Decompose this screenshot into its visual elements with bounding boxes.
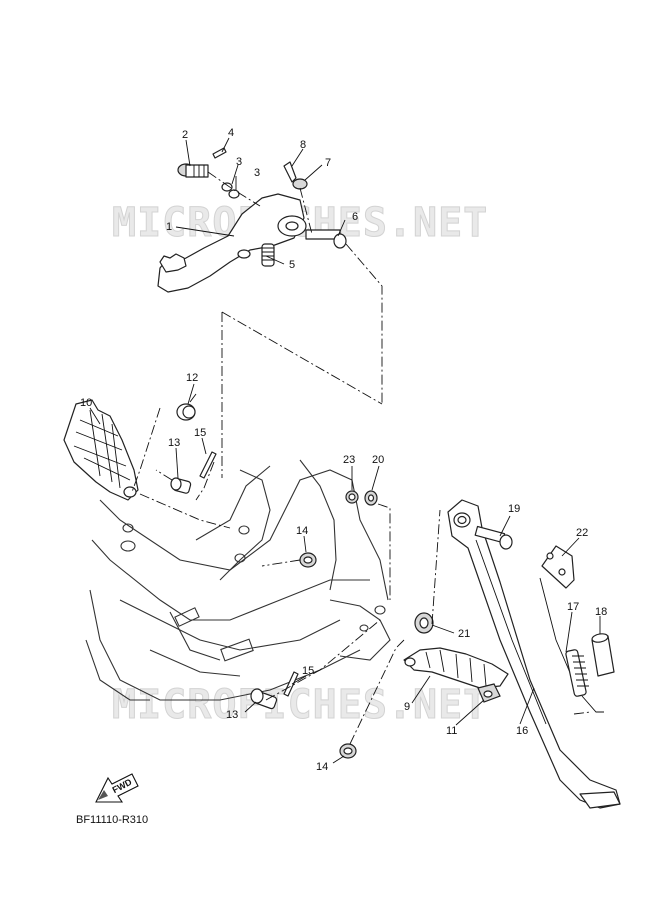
callout-9: 9 xyxy=(404,701,410,713)
footrest-left xyxy=(63,399,139,501)
callout-10: 10 xyxy=(80,397,92,409)
cotter-pin-15-upper xyxy=(199,451,217,479)
callout-8: 8 xyxy=(300,139,306,151)
watermark-bottom: MICROFICHES.NET xyxy=(112,682,488,728)
leader-lines xyxy=(89,137,601,764)
callout-6: 6 xyxy=(352,211,358,223)
footrest-clip xyxy=(477,683,501,703)
callout-23: 23 xyxy=(343,454,355,466)
stand-spring xyxy=(539,577,604,713)
callout-labels: 2 4 3 3 8 7 6 1 5 12 10 13 15 23 20 14 1… xyxy=(80,127,607,773)
callout-15a: 15 xyxy=(194,427,206,439)
callout-5: 5 xyxy=(289,259,295,271)
callout-7: 7 xyxy=(325,157,331,169)
callout-18: 18 xyxy=(595,606,607,618)
callout-1: 1 xyxy=(166,221,172,233)
callout-20: 20 xyxy=(372,454,384,466)
fwd-arrow-icon: FWD xyxy=(95,773,139,803)
callout-11: 11 xyxy=(446,725,457,737)
footrest-right xyxy=(403,647,509,689)
frame-outline xyxy=(85,459,391,701)
washer-7 xyxy=(292,178,308,190)
stand-bolt xyxy=(474,525,513,550)
cotter-pin-8 xyxy=(283,161,297,183)
callout-19: 19 xyxy=(508,503,520,515)
callout-13a: 13 xyxy=(168,437,180,449)
brake-pedal xyxy=(157,193,305,293)
callout-15b: 15 xyxy=(302,665,314,677)
callout-4: 4 xyxy=(228,127,234,139)
spring-bracket xyxy=(541,545,575,589)
washer-3b xyxy=(228,189,240,199)
callout-3a: 3 xyxy=(236,156,242,168)
cotter-pin-15-lower xyxy=(283,671,299,697)
callout-21: 21 xyxy=(458,628,470,640)
footrest-pin-lower xyxy=(250,688,278,710)
callout-16: 16 xyxy=(516,725,528,737)
callout-22: 22 xyxy=(576,527,588,539)
brake-pedal-assembly xyxy=(157,147,383,478)
washer-3a xyxy=(221,182,233,192)
pedal-spring xyxy=(261,243,275,267)
footrest-spring xyxy=(176,393,197,421)
side-stand xyxy=(447,499,621,809)
callout-17: 17 xyxy=(567,601,579,613)
callout-3b: 3 xyxy=(254,167,260,179)
pivot-bolt xyxy=(177,163,209,178)
cotter-pin-4 xyxy=(212,147,227,159)
diagram-code: BF11110-R310 xyxy=(76,814,148,826)
callout-2: 2 xyxy=(182,129,188,141)
callout-14b: 14 xyxy=(316,761,328,773)
callout-14a: 14 xyxy=(296,525,308,537)
spring-sleeve xyxy=(591,633,615,677)
callout-12: 12 xyxy=(186,372,198,384)
callout-13b: 13 xyxy=(226,709,238,721)
pin-6 xyxy=(305,229,347,249)
footrest-pin-upper xyxy=(170,477,192,494)
collar-21 xyxy=(414,612,434,634)
